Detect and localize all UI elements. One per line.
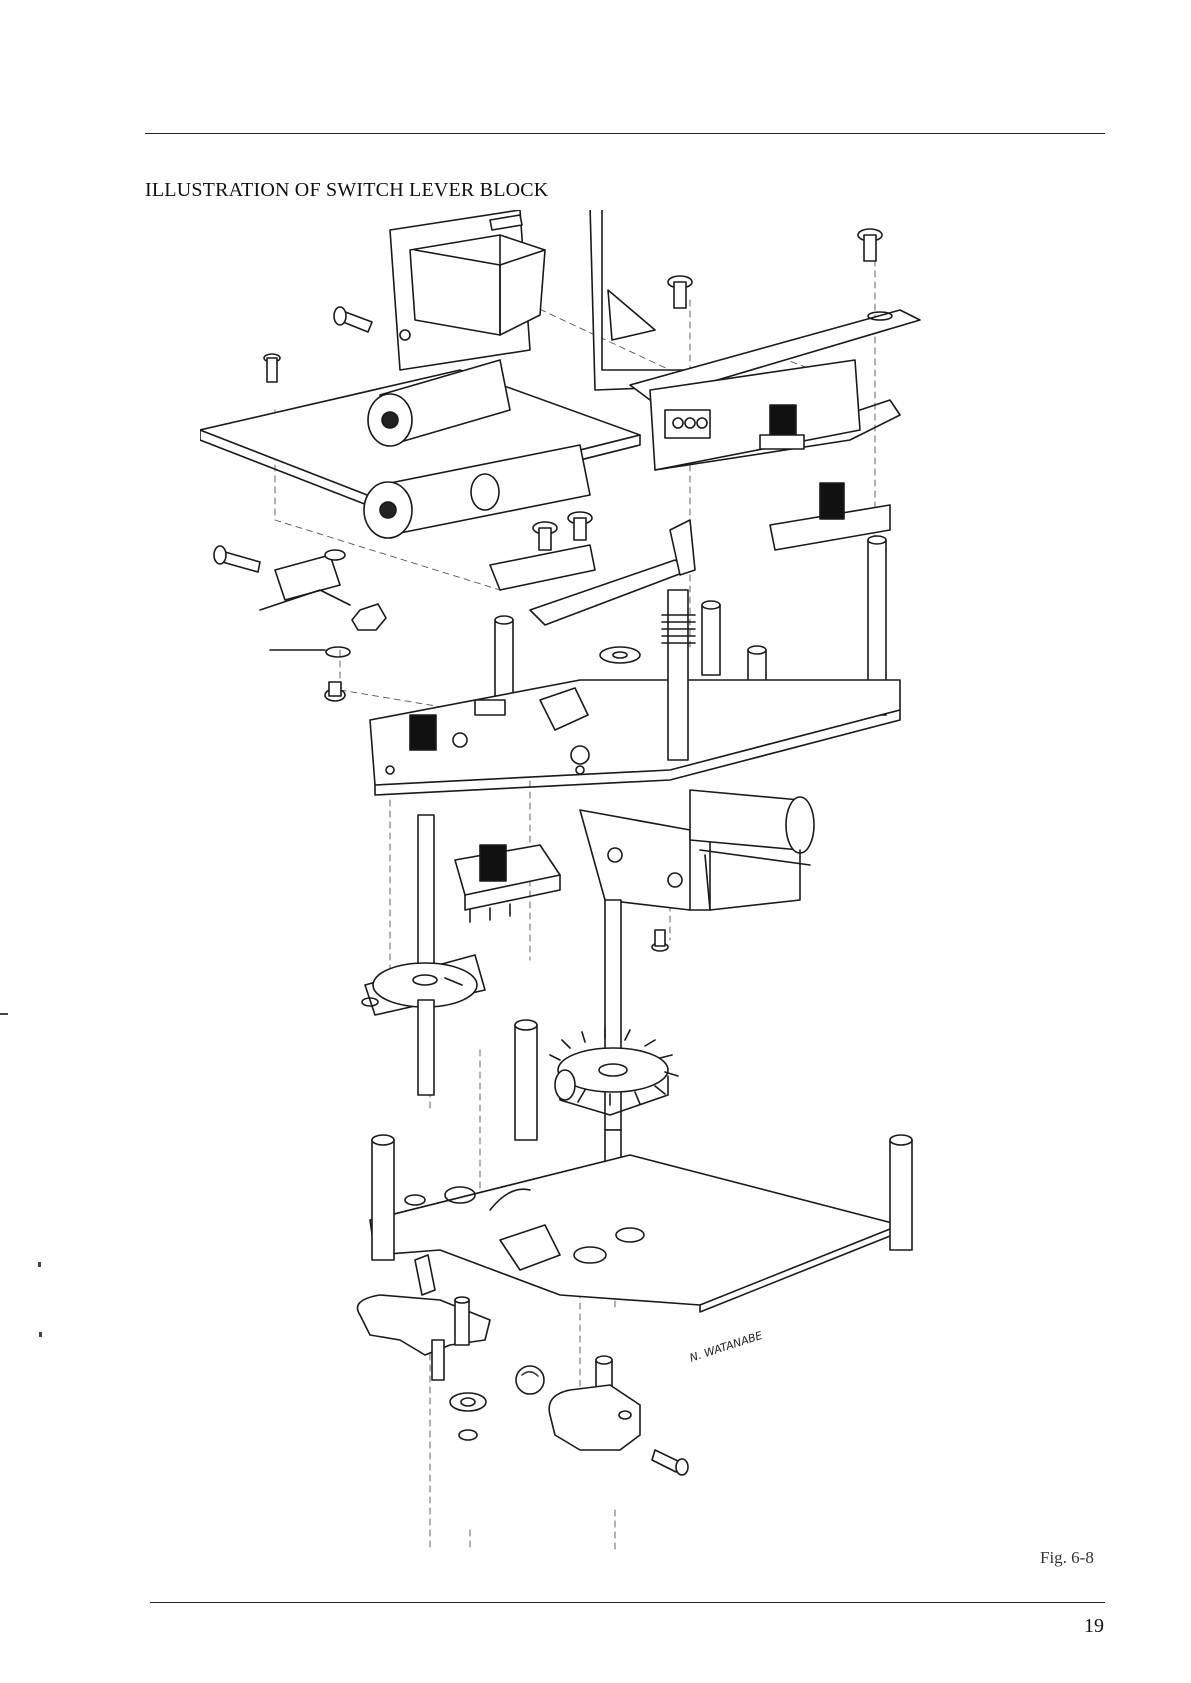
left-rotary-shaft	[362, 815, 485, 1095]
lower-chassis-plate	[370, 1135, 912, 1312]
page-title: ILLUSTRATION OF SWITCH LEVER BLOCK	[145, 179, 548, 202]
page-number: 19	[1084, 1615, 1104, 1638]
margin-mark	[38, 1262, 41, 1267]
exploded-switch-lever-block-icon	[200, 210, 1000, 1550]
left-hardware	[214, 546, 386, 701]
margin-mark	[39, 1332, 42, 1337]
upper-chassis-plate	[370, 590, 900, 795]
figure-label: Fig. 6-8	[1040, 1548, 1094, 1568]
bottom-rule	[150, 1602, 1105, 1603]
top-rule	[145, 133, 1105, 134]
margin-mark	[0, 1013, 8, 1015]
middle-bracket	[490, 512, 695, 625]
spacer-post	[515, 1020, 537, 1140]
slide-switch-middle	[455, 845, 560, 922]
lower-lever-arm	[358, 1255, 545, 1440]
capacitor-board	[200, 360, 640, 538]
relay-assembly	[334, 210, 545, 370]
lower-cam	[549, 1356, 688, 1475]
